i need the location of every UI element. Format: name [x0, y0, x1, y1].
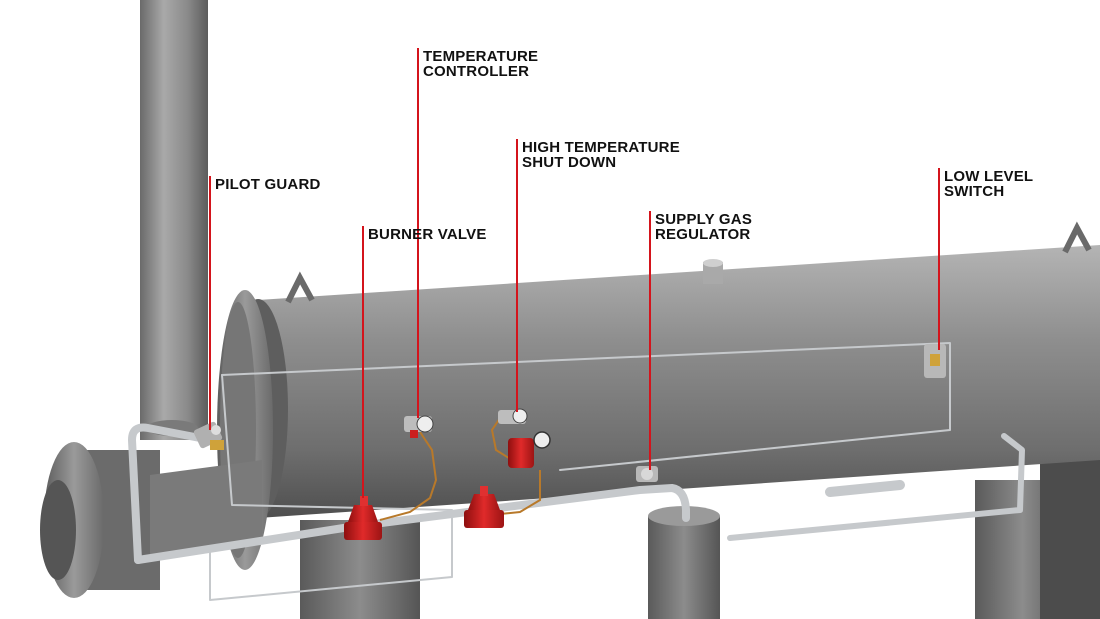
burner-valve-device — [344, 486, 504, 540]
label-line: BURNER VALVE — [368, 226, 487, 243]
label-line: TEMPERATURE — [423, 48, 539, 65]
label-line: SWITCH — [944, 183, 1005, 200]
instrument-tubing — [128, 342, 1025, 601]
label-line: SUPPLY GAS — [655, 211, 753, 228]
label-line: LOW LEVEL — [944, 168, 1034, 185]
label-line: SHUT DOWN — [522, 154, 617, 171]
label-low-level-switch: LOW LEVEL SWITCH — [944, 169, 1033, 199]
copper-tubing — [379, 417, 541, 521]
high-temperature-shutdown-device — [498, 408, 551, 468]
label-line: REGULATOR — [655, 226, 751, 243]
label-temperature-controller: TEMPERATURE CONTROLLER — [423, 49, 538, 79]
supply-gas-regulator-device — [636, 466, 658, 482]
callout-leader-lines — [209, 48, 940, 498]
label-line: CONTROLLER — [423, 63, 530, 80]
label-pilot-guard: PILOT GUARD — [215, 177, 321, 192]
label-line: PILOT GUARD — [215, 176, 321, 193]
label-supply-gas-regulator: SUPPLY GAS REGULATOR — [655, 212, 752, 242]
main-vessel — [228, 221, 1100, 519]
low-level-switch-device — [924, 344, 946, 378]
exhaust-stack — [140, 0, 208, 440]
label-high-temperature-shut-down: HIGH TEMPERATURE SHUT DOWN — [522, 140, 680, 170]
label-line: HIGH TEMPERATURE — [522, 139, 680, 156]
pilot-guard-device — [193, 421, 224, 450]
temperature-controller-device — [404, 415, 434, 438]
label-burner-valve: BURNER VALVE — [368, 227, 487, 242]
sump-drum — [648, 506, 720, 619]
